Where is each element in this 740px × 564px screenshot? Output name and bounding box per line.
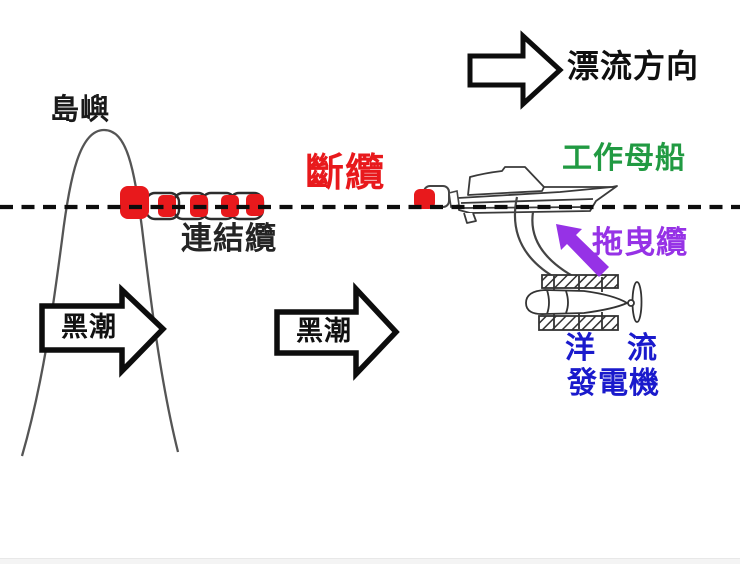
kuroshio-arrow-middle-icon: [274, 282, 400, 381]
generator-strut: [553, 312, 603, 329]
generator-label-line1: 洋 流: [565, 332, 658, 365]
chain-float: [246, 194, 264, 216]
towing-cable-line: [513, 196, 555, 278]
island-outline: [20, 128, 180, 457]
current-generator: [525, 274, 643, 331]
chain-float: [158, 195, 176, 217]
towing-cable-line: [531, 211, 579, 280]
ship-deck-line: [460, 198, 594, 204]
kuroshio-arrow-left-icon: [39, 283, 167, 378]
ship-stern-skeg: [463, 212, 477, 224]
propeller-hub: [627, 299, 635, 307]
generator-body-seam: [546, 289, 569, 315]
towing-cable-lines: [513, 196, 579, 280]
kuroshio-label-left: 黑潮: [61, 312, 117, 342]
drift-direction-arrow-icon: [467, 30, 564, 110]
anchor-block: [120, 186, 149, 219]
buoy-bracket: [448, 190, 460, 208]
generator-strut: [553, 276, 603, 292]
work-mothership-label: 工作母船: [562, 142, 686, 175]
link-cable-red-floats: [120, 186, 264, 219]
buoy-red-block: [414, 189, 435, 209]
broken-cable-label: 斷纜: [305, 152, 386, 195]
towing-cable-label: 拖曳纜: [592, 225, 688, 260]
generator-body: [525, 289, 629, 315]
bottom-edge-strip: [0, 558, 740, 564]
link-cable-label: 連結纜: [181, 221, 277, 256]
kuroshio-label-middle: 黑潮: [296, 316, 352, 346]
drift-direction-label: 漂流方向: [567, 48, 700, 84]
chain-float: [221, 195, 239, 217]
work-ship: [457, 166, 618, 224]
generator-top-duct: [541, 274, 619, 289]
generator-label-line2: 發電機: [567, 367, 660, 400]
ship-cabin: [467, 166, 545, 196]
island-label: 島嶼: [50, 94, 111, 126]
towing-direction-arrow-icon: [556, 224, 609, 277]
